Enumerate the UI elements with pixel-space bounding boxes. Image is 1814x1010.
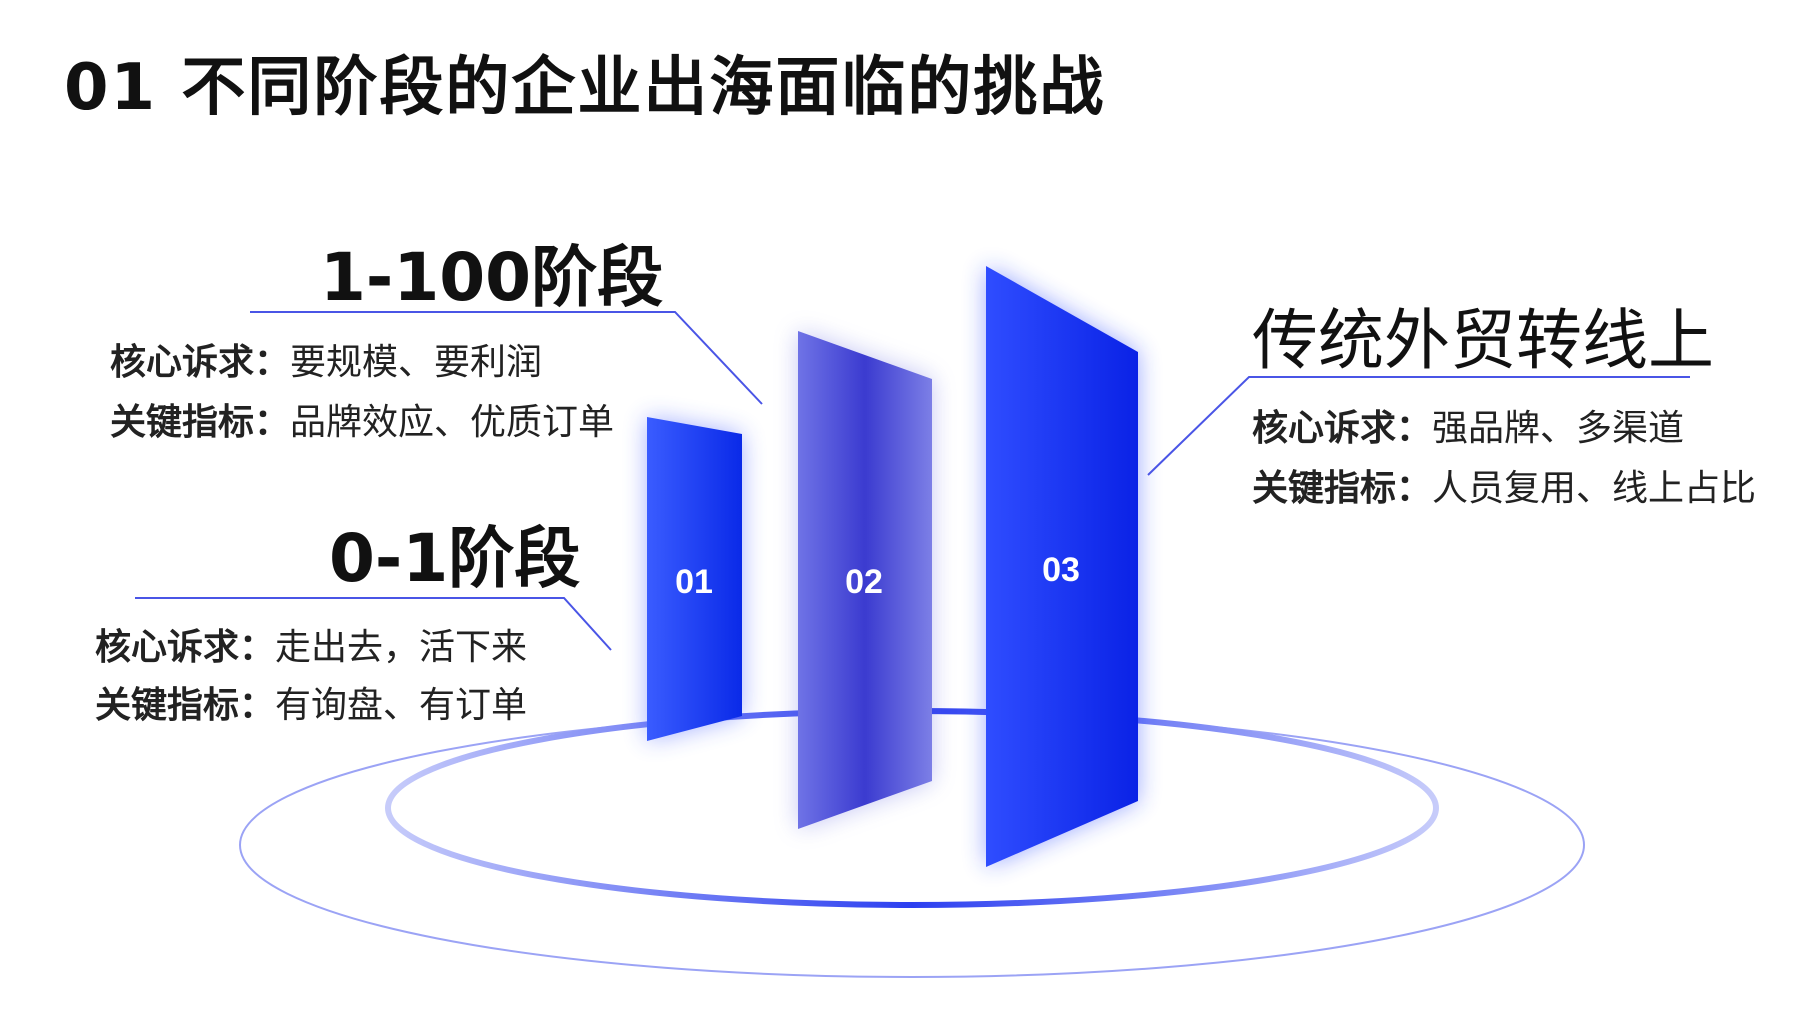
stage-02-metric-value: 品牌效应、优质订单 xyxy=(290,402,615,443)
page-title: 01 不同阶段的企业出海面临的挑战 xyxy=(64,51,1106,125)
stage-02-demand: 核心诉求：要规模、要利润 xyxy=(110,333,542,385)
stage-02-metric: 关键指标：品牌效应、优质订单 xyxy=(110,393,614,445)
stage-03-metric: 关键指标：人员复用、线上占比 xyxy=(1252,459,1756,511)
stage-01-metric-value: 有询盘、有订单 xyxy=(275,685,528,726)
stage-02-metric-label: 关键指标： xyxy=(110,402,291,443)
stage-03-demand-value: 强品牌、多渠道 xyxy=(1432,408,1685,449)
connector-stage-03 xyxy=(1147,376,1690,476)
stage-03-heading: 传统外贸转线上 xyxy=(1252,302,1714,379)
bar-01-number: 01 xyxy=(675,563,713,601)
bar-03-number: 03 xyxy=(1042,551,1080,589)
stage-01-heading: 0-1阶段 xyxy=(329,520,581,597)
connector-stage-02 xyxy=(250,311,763,405)
stage-01-metric: 关键指标：有询盘、有订单 xyxy=(95,676,527,728)
stage-01-demand-value: 走出去，活下来 xyxy=(275,627,528,668)
stage-03-demand: 核心诉求：强品牌、多渠道 xyxy=(1252,399,1684,451)
stage-03-demand-label: 核心诉求： xyxy=(1252,408,1433,449)
connector-stage-01 xyxy=(135,597,612,651)
stage-03-metric-value: 人员复用、线上占比 xyxy=(1432,468,1757,509)
stage-01-demand-label: 核心诉求： xyxy=(95,627,276,668)
bar-02 xyxy=(798,331,932,829)
bar-01 xyxy=(647,417,742,741)
stage-01-demand: 核心诉求：走出去，活下来 xyxy=(95,618,527,670)
bar-02-number: 02 xyxy=(845,563,883,601)
stage-03-metric-label: 关键指标： xyxy=(1252,468,1433,509)
stage-01-metric-label: 关键指标： xyxy=(95,685,276,726)
stage-02-demand-value: 要规模、要利润 xyxy=(290,342,543,383)
stage-02-heading: 1-100阶段 xyxy=(320,239,664,316)
stage-02-demand-label: 核心诉求： xyxy=(110,342,291,383)
bar-03 xyxy=(986,266,1138,867)
